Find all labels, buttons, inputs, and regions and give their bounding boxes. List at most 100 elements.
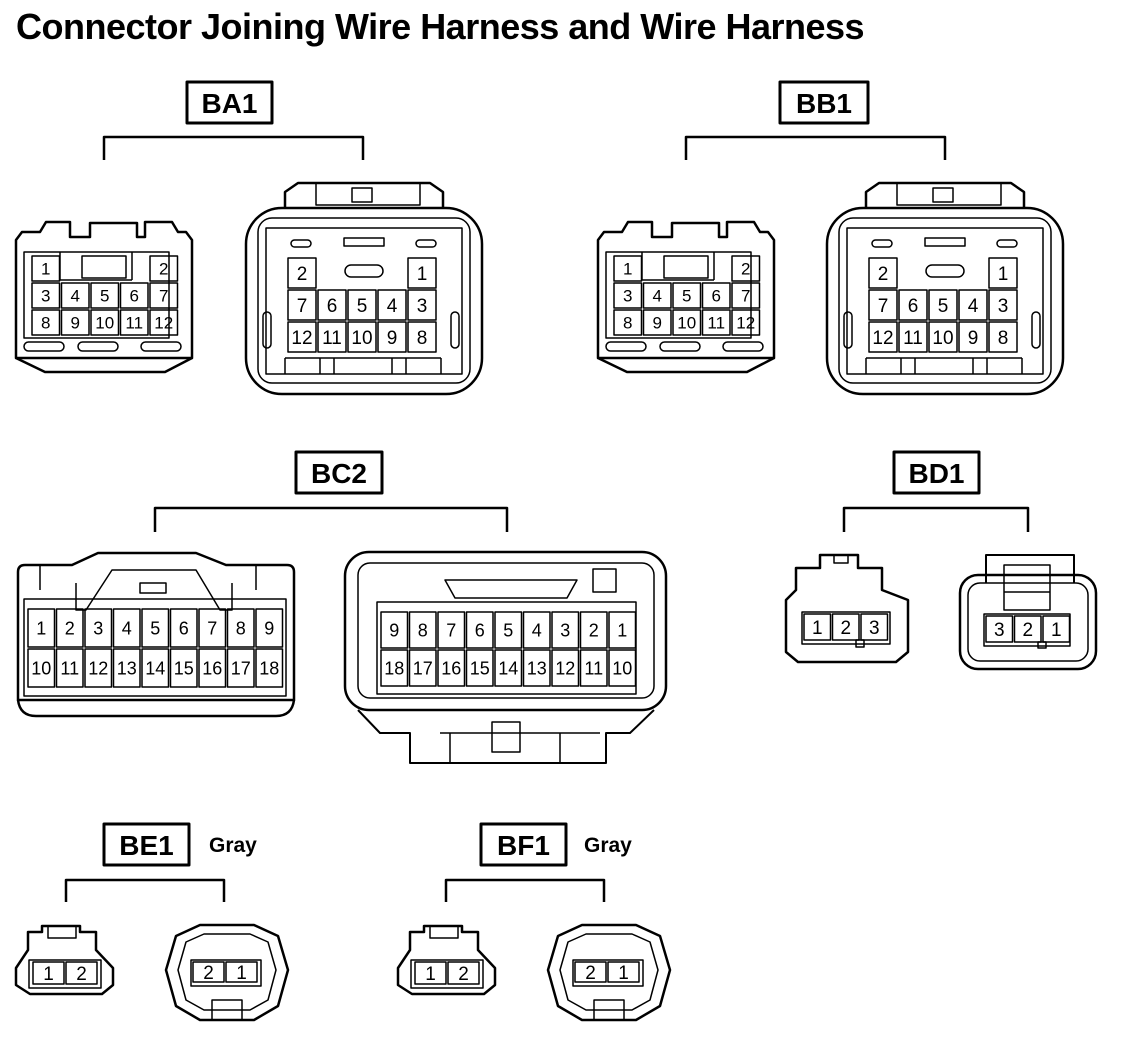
pin-cavity-bc2-right_pins: [494, 649, 523, 687]
pin-number-bc2-left_pins: 4: [122, 618, 132, 638]
pin-number-ba1-left_pins: 11: [125, 314, 143, 333]
pin-number-bb1-right_pins: 2: [878, 264, 889, 285]
pin-cavity-bb1-left_pins: [731, 282, 761, 309]
pin-cavity-bd1-right_pins: [1042, 615, 1071, 643]
pin-cavity-bb1-left_pins: [613, 309, 643, 336]
pin-number-bb1-right_pins: 9: [968, 328, 979, 349]
pin-number-ba1-right_pins: 5: [357, 296, 368, 317]
pin-cavity-bb1-left_pins: [731, 255, 761, 282]
pin-number-bb1-left_pins: 6: [712, 287, 721, 306]
pin-cavity-be1-right_pins: [225, 961, 258, 983]
pin-cavity-bb1-right_pins: [988, 289, 1018, 321]
pin-cavity-bc2-left_pins: [55, 648, 84, 688]
pin-number-bc2-left_pins: 7: [207, 618, 217, 638]
pin-number-be1-left_pins: 1: [43, 964, 54, 985]
pin-number-bb1-right_pins: 6: [908, 296, 919, 317]
label-bf1: BF1: [497, 830, 550, 861]
pin-cavity-ba1-right_pins: [407, 257, 437, 289]
pin-cavity-bb1-right_pins: [928, 289, 958, 321]
pin-number-bb1-right_pins: 10: [932, 328, 953, 349]
pin-number-ba1-left_pins: 7: [159, 287, 168, 306]
pin-number-ba1-left_pins: 3: [41, 287, 50, 306]
label-box-bb1: [778, 80, 870, 125]
pin-cavity-ba1-left_pins: [149, 282, 179, 309]
pin-number-bc2-right_pins: 16: [441, 658, 461, 678]
pin-cavity-bc2-right_pins: [380, 649, 409, 687]
pin-cavity-ba1-right_pins: [317, 321, 347, 353]
pin-cavity-bc2-left_pins: [84, 648, 113, 688]
pin-cavity-bc2-right_pins: [408, 611, 437, 649]
pin-number-bc2-left_pins: 3: [93, 618, 103, 638]
pin-number-bc2-right_pins: 3: [560, 620, 570, 640]
pin-number-ba1-right_pins: 6: [327, 296, 338, 317]
pin-cavity-ba1-right_pins: [287, 257, 317, 289]
pin-number-ba1-left_pins: 6: [130, 287, 139, 306]
pin-number-bb1-right_pins: 4: [968, 296, 979, 317]
pin-number-ba1-right_pins: 2: [297, 264, 308, 285]
pin-cavity-ba1-left_pins: [31, 282, 61, 309]
pin-number-bb1-left_pins: 9: [653, 314, 662, 333]
pin-cavity-ba1-right_pins: [317, 289, 347, 321]
pin-cavity-bb1-left_pins: [613, 255, 643, 282]
pin-number-bc2-left_pins: 18: [259, 658, 279, 678]
pin-number-ba1-left_pins: 12: [154, 314, 173, 333]
pin-number-ba1-left_pins: 5: [100, 287, 109, 306]
pin-cavity-bc2-right_pins: [465, 611, 494, 649]
pin-number-bc2-left_pins: 11: [60, 658, 79, 678]
pin-number-ba1-right_pins: 4: [387, 296, 398, 317]
pin-cavity-bf1-right_pins: [607, 961, 640, 983]
pin-cavity-ba1-left_pins: [31, 255, 61, 282]
pin-number-ba1-left_pins: 2: [159, 260, 168, 279]
pin-number-bc2-left_pins: 5: [150, 618, 160, 638]
pin-number-bc2-right_pins: 18: [384, 658, 404, 678]
pin-number-bb1-left_pins: 1: [623, 260, 632, 279]
pin-cavity-bc2-left_pins: [226, 608, 255, 648]
pin-cavity-bc2-left_pins: [112, 608, 141, 648]
pin-number-bc2-right_pins: 14: [498, 658, 518, 678]
pin-cavity-bb1-left_pins: [701, 309, 731, 336]
pin-cavity-bb1-right_pins: [868, 321, 898, 353]
pin-cavity-bc2-right_pins: [408, 649, 437, 687]
pin-cavity-bb1-right_pins: [928, 321, 958, 353]
pin-cavity-bc2-right_pins: [608, 649, 637, 687]
pin-number-bf1-left_pins: 1: [425, 964, 436, 985]
pin-cavity-bd1-right_pins: [1013, 615, 1042, 643]
pin-number-bb1-right_pins: 11: [903, 328, 923, 349]
pin-number-ba1-right_pins: 11: [322, 328, 342, 349]
pin-number-ba1-right_pins: 8: [417, 328, 428, 349]
pin-number-bc2-right_pins: 6: [475, 620, 485, 640]
pin-number-bb1-right_pins: 1: [998, 264, 1009, 285]
pin-number-bd1-right_pins: 2: [1022, 620, 1033, 641]
pin-number-bb1-left_pins: 12: [736, 314, 755, 333]
pin-cavity-ba1-left_pins: [60, 282, 90, 309]
pin-number-ba1-left_pins: 9: [71, 314, 80, 333]
bracket-bf1: [444, 878, 606, 902]
pin-number-bc2-right_pins: 10: [612, 658, 632, 678]
label-box-ba1: [185, 80, 274, 125]
pin-cavity-bb1-right_pins: [868, 257, 898, 289]
pin-cavity-bc2-left_pins: [198, 648, 227, 688]
pin-cavity-bc2-right_pins: [579, 649, 608, 687]
pin-cavity-bc2-left_pins: [255, 648, 284, 688]
pin-cavity-bc2-left_pins: [27, 648, 56, 688]
pin-number-bc2-left_pins: 1: [36, 618, 46, 638]
pin-number-ba1-left_pins: 10: [95, 314, 114, 333]
pin-cavity-bf1-right_pins: [574, 961, 607, 983]
pin-cavity-ba1-left_pins: [149, 255, 179, 282]
pin-number-bb1-right_pins: 7: [878, 296, 889, 317]
pin-number-bb1-right_pins: 8: [998, 328, 1009, 349]
pin-cavity-bb1-right_pins: [898, 289, 928, 321]
pin-number-bc2-left_pins: 9: [264, 618, 274, 638]
pin-cavity-bc2-left_pins: [84, 608, 113, 648]
pin-cavity-bb1-left_pins: [642, 309, 672, 336]
pin-number-bc2-right_pins: 1: [617, 620, 627, 640]
pin-number-bc2-right_pins: 15: [470, 658, 490, 678]
pin-number-ba1-right_pins: 9: [387, 328, 398, 349]
